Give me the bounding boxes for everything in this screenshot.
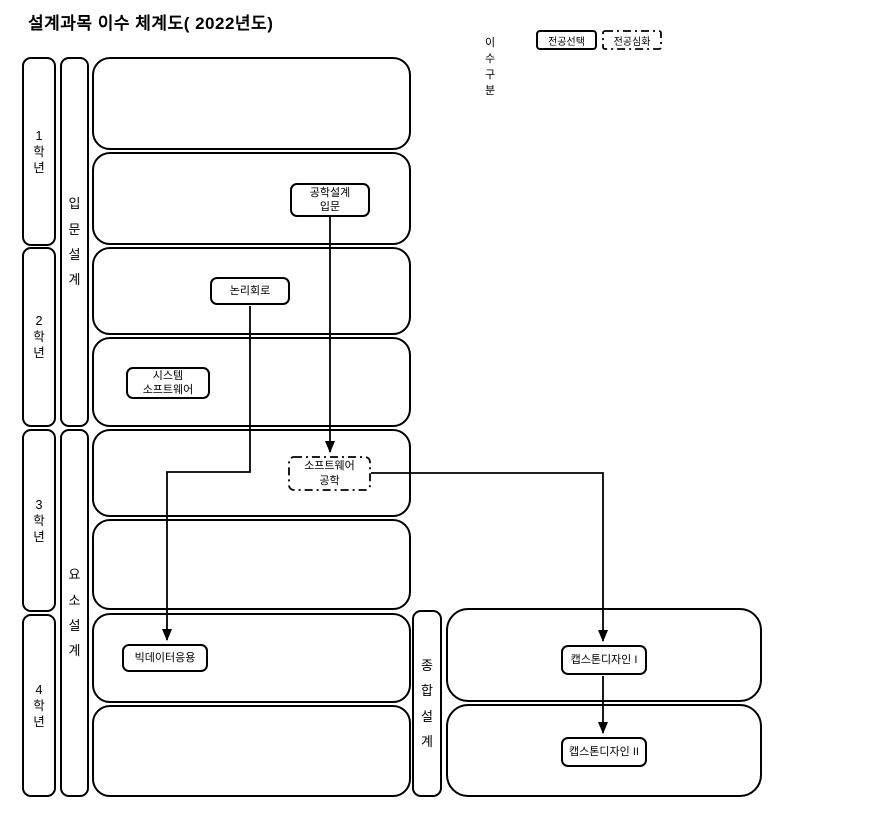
legend-item-major-elective: 전공선택 <box>536 30 597 50</box>
row-grade3-sem2 <box>92 519 411 610</box>
lane-phase-element-label: 요 소 설 계 <box>68 567 81 659</box>
legend-item-label: 전공선택 <box>548 36 585 48</box>
row-grade4-sem2 <box>92 705 411 797</box>
course-label: 캡스톤디자인 I <box>570 653 638 666</box>
course-label: 시스템 소프트웨어 <box>142 369 194 396</box>
lane-phase-element-design: 요 소 설 계 <box>60 429 89 797</box>
lane-grade-3-label: 3 학 년 <box>33 497 45 544</box>
lane-phase-intro-design: 입 문 설 계 <box>60 57 89 427</box>
lane-grade-2: 2 학 년 <box>22 247 56 427</box>
legend-item-major-intensive: 전공심화 <box>602 30 662 50</box>
lane-grade-1: 1 학 년 <box>22 57 56 246</box>
course-capstone-design-1: 캡스톤디자인 I <box>561 645 647 675</box>
lane-phase-comprehensive-label: 종 합 설 계 <box>421 657 433 749</box>
lane-phase-comprehensive-design: 종 합 설 계 <box>412 610 442 797</box>
course-capstone-design-2: 캡스톤디자인 II <box>561 737 647 767</box>
row-grade3-sem1 <box>92 429 411 517</box>
course-label: 논리회로 <box>229 284 271 297</box>
lane-grade-4-label: 4 학 년 <box>33 682 45 729</box>
dashdot-border <box>288 456 371 491</box>
lane-grade-2-label: 2 학 년 <box>33 314 45 360</box>
course-label: 소프트웨어 공학 <box>304 460 355 487</box>
course-label: 공학설계 입문 <box>309 186 351 213</box>
lane-phase-intro-label: 입 문 설 계 <box>68 196 81 288</box>
row-grade1-sem1 <box>92 57 411 150</box>
course-big-data-applications: 빅데이터응용 <box>122 644 208 672</box>
legend-label: 이수구분 <box>485 37 496 97</box>
page-title: 설계과목 이수 체계도( 2022년도) <box>28 14 274 33</box>
course-label: 빅데이터응용 <box>134 651 196 664</box>
row-comprehensive-sem2 <box>446 704 762 797</box>
course-software-engineering: 소프트웨어 공학 <box>288 456 371 491</box>
course-system-software: 시스템 소프트웨어 <box>126 367 210 399</box>
legend-item-label: 전공심화 <box>613 36 651 48</box>
lane-grade-4: 4 학 년 <box>22 614 56 797</box>
course-logic-circuits: 논리회로 <box>210 277 290 305</box>
course-intro-engineering-design: 공학설계 입문 <box>290 183 370 217</box>
course-label: 캡스톤디자인 II <box>569 745 639 758</box>
lane-grade-3: 3 학 년 <box>22 429 56 612</box>
lane-grade-1-label: 1 학 년 <box>33 128 45 175</box>
